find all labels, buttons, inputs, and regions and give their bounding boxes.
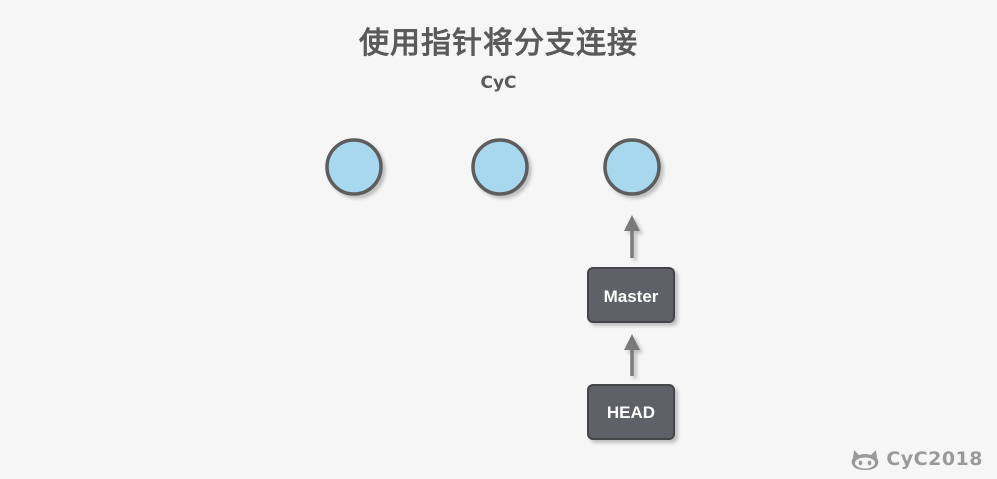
diagram-subtitle: CyC <box>480 73 517 93</box>
commit-node-1 <box>325 138 383 196</box>
master-label: Master <box>604 287 659 306</box>
head-pointer: HEAD <box>587 384 675 440</box>
commit-node-2 <box>471 138 529 196</box>
watermark: CyC2018 <box>850 447 983 471</box>
watermark-text: CyC2018 <box>886 448 983 470</box>
head-to-master-arrow <box>624 334 640 376</box>
master-pointer: Master <box>587 267 675 323</box>
master-to-commit-arrow <box>624 215 640 258</box>
commit-node-3 <box>603 138 661 196</box>
github-octocat-icon <box>852 450 879 470</box>
diagram-title: 使用指针将分支连接 <box>359 26 638 61</box>
head-label: HEAD <box>607 403 655 422</box>
